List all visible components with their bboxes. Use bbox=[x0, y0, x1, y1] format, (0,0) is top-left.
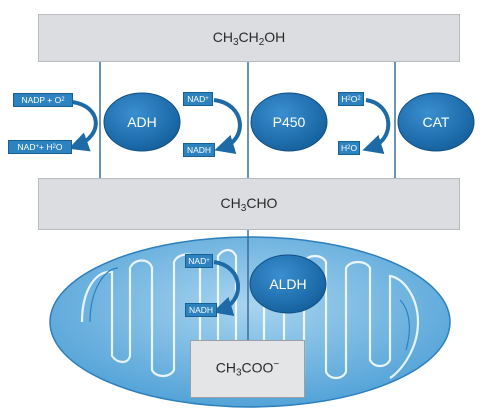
mitochondrion-membrane-edge bbox=[89, 267, 410, 351]
mitochondrion-outer-membrane bbox=[49, 236, 451, 408]
ethanol-label: CH3CH2OH bbox=[212, 28, 286, 48]
cat-cofactor-arrow bbox=[362, 98, 391, 155]
aldh-input-cofactor: NAD+ bbox=[185, 254, 213, 268]
p450-cofactor-arrow bbox=[213, 98, 242, 155]
acetaldehyde-label: CH3CHO bbox=[220, 194, 278, 214]
adh-enzyme-oval bbox=[103, 92, 181, 152]
p450-output-cofactor: NADH bbox=[183, 143, 215, 157]
ethanol-bar: CH3CH2OH bbox=[38, 14, 460, 62]
aldh-enzyme-oval bbox=[249, 254, 327, 314]
p450-label: P450 bbox=[272, 114, 306, 130]
aldh-cofactor-arrow bbox=[212, 260, 240, 317]
adh-cofactor-arrow bbox=[68, 100, 98, 152]
p450-input-cofactor: NAD+ bbox=[183, 92, 213, 106]
mitochondrion bbox=[49, 236, 451, 408]
acetate-box: CH3COO− bbox=[190, 340, 305, 398]
acetaldehyde-bar: CH3CHO bbox=[38, 178, 460, 230]
cat-enzyme-oval bbox=[397, 92, 475, 152]
adh-label: ADH bbox=[127, 114, 157, 130]
acetate-label: CH3COO− bbox=[215, 359, 280, 379]
cat-label: CAT bbox=[422, 114, 450, 130]
p450-enzyme-oval bbox=[250, 92, 328, 152]
aldh-output-cofactor: NADH bbox=[185, 303, 217, 317]
aldh-label: ALDH bbox=[269, 276, 307, 292]
